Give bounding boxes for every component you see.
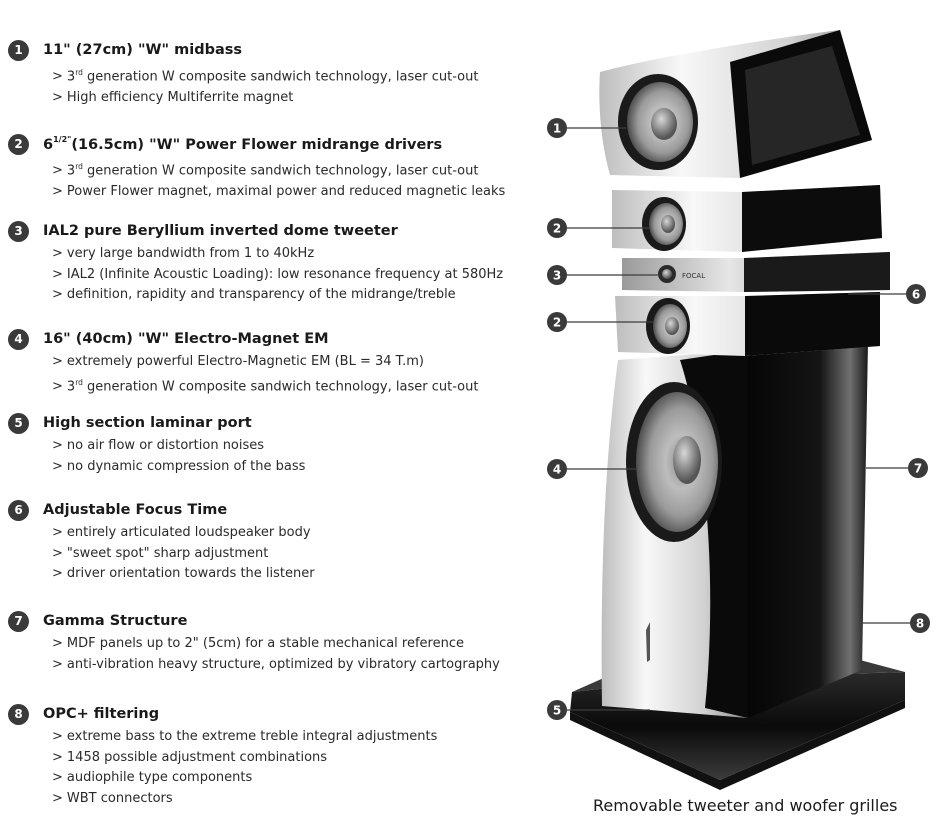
callout-badge: 7 bbox=[908, 458, 928, 478]
feature-bullet: >very large bandwidth from 1 to 40kHz bbox=[52, 246, 315, 261]
feature-bullet: >IAL2 (Infinite Acoustic Loading): low r… bbox=[52, 266, 504, 282]
feature-item-woofer: 4 16" (40cm) "W" Electro-Magnet EM >extr… bbox=[8, 328, 528, 397]
number-badge: 5 bbox=[8, 412, 29, 434]
feature-title: 61/2"(16.5cm) "W" Power Flower midrange … bbox=[43, 134, 443, 153]
svg-text:7: 7 bbox=[914, 462, 922, 476]
feature-bullet: >no air flow or distortion noises bbox=[52, 438, 265, 453]
woofer-cabinet bbox=[601, 342, 868, 718]
feature-bullet: >entirely articulated loudspeaker body bbox=[52, 525, 311, 540]
feature-title: IAL2 pure Beryllium inverted dome tweete… bbox=[43, 223, 398, 239]
feature-item-focus-time: 6 Adjustable Focus Time >entirely articu… bbox=[8, 499, 528, 585]
number-badge: 3 bbox=[8, 220, 29, 242]
callout-badge: 2 bbox=[547, 312, 567, 332]
callout-badge: 6 bbox=[906, 284, 926, 304]
tweeter-band bbox=[622, 252, 890, 292]
number-badge: 6 bbox=[8, 499, 29, 521]
feature-item-opc-filtering: 8 OPC+ filtering >extreme bass to the ex… bbox=[8, 703, 528, 809]
midrange-driver-lower bbox=[646, 298, 690, 354]
tweeter-driver bbox=[658, 265, 676, 283]
feature-item-midbass: 1 11" (27cm) "W" midbass >3rd generation… bbox=[8, 39, 528, 108]
number-badge: 2 bbox=[8, 133, 29, 155]
feature-bullet: >extreme bass to the extreme treble inte… bbox=[52, 729, 438, 744]
svg-text:2: 2 bbox=[553, 222, 561, 236]
feature-bullet: >no dynamic compression of the bass bbox=[52, 458, 306, 474]
feature-item-gamma-structure: 7 Gamma Structure >MDF panels up to 2" (… bbox=[8, 610, 528, 675]
number-badge: 1 bbox=[8, 39, 29, 61]
feature-title: Adjustable Focus Time bbox=[43, 502, 228, 518]
feature-bullet: >Power Flower magnet, maximal power and … bbox=[52, 183, 506, 199]
number-badge: 4 bbox=[8, 328, 29, 350]
feature-title: High section laminar port bbox=[43, 415, 252, 431]
feature-title: OPC+ filtering bbox=[43, 706, 160, 722]
feature-title: 16" (40cm) "W" Electro-Magnet EM bbox=[43, 331, 329, 347]
svg-text:5: 5 bbox=[553, 704, 561, 718]
svg-text:4: 4 bbox=[553, 463, 561, 477]
callout-badge: 3 bbox=[547, 265, 567, 285]
feature-bullet: >High efficiency Multiferrite magnet bbox=[52, 89, 294, 105]
feature-bullet: >3rd generation W composite sandwich tec… bbox=[52, 162, 479, 179]
feature-bullet: >definition, rapidity and transparency o… bbox=[52, 287, 456, 302]
callout-badge: 8 bbox=[910, 613, 930, 633]
svg-text:2: 2 bbox=[553, 316, 561, 330]
number-badge: 7 bbox=[8, 610, 29, 632]
brand-logo-mark bbox=[646, 622, 650, 662]
callout-badge: 1 bbox=[547, 118, 567, 138]
feature-bullet: >3rd generation W composite sandwich tec… bbox=[52, 68, 479, 85]
feature-title: Gamma Structure bbox=[43, 613, 188, 629]
callout-badge: 2 bbox=[547, 218, 567, 238]
feature-bullet: >1458 possible adjustment combinations bbox=[52, 749, 328, 765]
feature-item-midrange: 2 61/2"(16.5cm) "W" Power Flower midrang… bbox=[8, 133, 528, 202]
image-caption: Removable tweeter and woofer grilles bbox=[593, 796, 898, 815]
number-badge: 8 bbox=[8, 703, 29, 725]
callout-badge: 4 bbox=[547, 459, 567, 479]
svg-text:1: 1 bbox=[553, 122, 561, 136]
feature-bullet: >audiophile type components bbox=[52, 770, 253, 785]
feature-bullet: >MDF panels up to 2" (5cm) for a stable … bbox=[52, 636, 464, 651]
callout-badge: 5 bbox=[547, 700, 567, 720]
svg-text:6: 6 bbox=[912, 288, 920, 302]
feature-item-port: 5 High section laminar port >no air flow… bbox=[8, 412, 528, 477]
feature-bullet: >WBT connectors bbox=[52, 790, 173, 806]
feature-bullet: >anti-vibration heavy structure, optimiz… bbox=[52, 656, 500, 672]
feature-title: 11" (27cm) "W" midbass bbox=[43, 42, 242, 58]
feature-bullet: >"sweet spot" sharp adjustment bbox=[52, 545, 269, 561]
feature-bullet: >3rd generation W composite sandwich tec… bbox=[52, 377, 479, 394]
svg-text:8: 8 bbox=[916, 617, 924, 631]
speaker-illustration: FOCAL 1 2 3 2 4 5 6 7 8 bbox=[547, 30, 930, 790]
midrange-driver-upper bbox=[642, 197, 686, 251]
feature-bullet: >driver orientation towards the listener bbox=[52, 566, 315, 581]
woofer-driver bbox=[626, 382, 722, 542]
feature-bullet: >extremely powerful Electro-Magnetic EM … bbox=[52, 354, 424, 369]
svg-text:3: 3 bbox=[553, 269, 561, 283]
brand-label: FOCAL bbox=[682, 272, 705, 280]
feature-item-tweeter: 3 IAL2 pure Beryllium inverted dome twee… bbox=[8, 220, 528, 306]
midbass-driver bbox=[618, 74, 698, 170]
